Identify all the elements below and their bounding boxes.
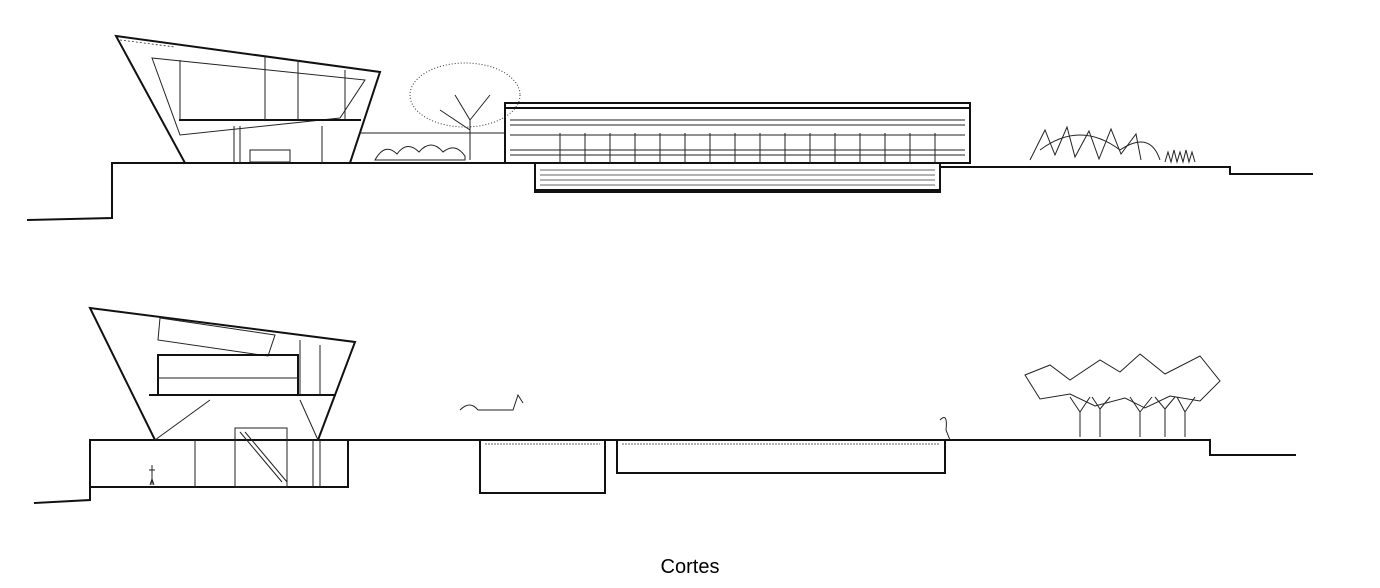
- ground-line-bottom: [33, 439, 1296, 505]
- ground-line-top: [26, 162, 1313, 222]
- trees-bottom: [1024, 353, 1221, 437]
- shrubs-top: [374, 144, 466, 161]
- long-building-top: [504, 102, 971, 164]
- human-figure: [149, 465, 155, 486]
- drawing-caption: Cortes: [660, 556, 720, 578]
- cantilever-building-top: [114, 34, 505, 164]
- section-bottom: [33, 306, 1296, 505]
- section-top: [26, 34, 1313, 222]
- pool-edge-figure: [939, 417, 951, 441]
- cantilever-building-bottom: [88, 306, 357, 488]
- diver-figure: [459, 393, 524, 411]
- pool-small-bottom: [479, 439, 606, 494]
- pool-hatch-top: [540, 169, 935, 186]
- tree-top: [409, 62, 521, 160]
- pool-outline-top: [534, 162, 941, 193]
- sculpture-vegetation-top: [1029, 125, 1196, 164]
- pool-large-bottom: [616, 439, 946, 474]
